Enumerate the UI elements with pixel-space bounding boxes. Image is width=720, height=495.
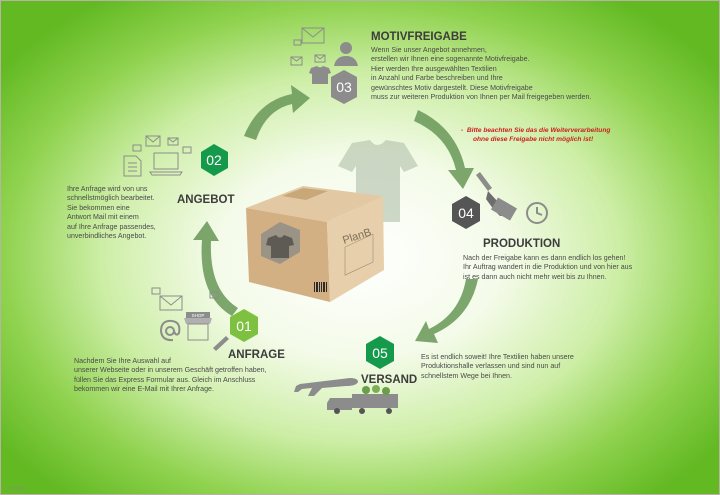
clock-icon [526, 202, 548, 224]
step-05-description: Es ist endlich soweit! Ihre Textilien ha… [421, 353, 574, 380]
laptop-icon [149, 152, 183, 176]
envelope-icon [209, 291, 219, 299]
person-icon [334, 42, 358, 66]
step-03-title: MOTIVFREIGABE [371, 31, 467, 43]
step-04-description: Nach der Freigabe kann es dann endlich l… [463, 254, 633, 281]
brush-icon [476, 172, 518, 221]
envelope-icon [151, 287, 161, 295]
step-04-title: PRODUKTION [483, 238, 561, 250]
envelope-icon [290, 56, 303, 66]
svg-text:04: 04 [458, 205, 474, 221]
hexagon-01: 01 [230, 309, 258, 342]
svg-text:SHOP: SHOP [192, 313, 205, 318]
svg-text:03: 03 [336, 79, 352, 95]
envelope-icon [314, 54, 326, 63]
hexagon-05: 05 [366, 336, 394, 369]
arrow-02-to-03 [244, 85, 310, 140]
arrow-01-to-02 [193, 221, 238, 316]
arrow-04-to-05 [415, 279, 478, 343]
at-icon [159, 319, 181, 342]
shop-icon: SHOP [184, 312, 212, 341]
envelope-icon [301, 27, 325, 44]
box-illustration [246, 186, 384, 302]
svg-text:05: 05 [372, 345, 388, 361]
document-icon [123, 155, 142, 177]
step-05-title: VERSAND [361, 374, 418, 386]
hexagon-02: 02 [201, 144, 228, 176]
hexagon-03: 03 [331, 70, 357, 104]
shirt-icon [309, 66, 331, 84]
step-02-title: ANGEBOT [177, 194, 235, 206]
note-bullet: - [461, 127, 464, 134]
envelope-icon [167, 137, 179, 146]
svg-text:02: 02 [206, 152, 222, 168]
hexagon-04: 04 [452, 196, 480, 229]
pen-icon [213, 336, 229, 351]
envelope-icon [293, 39, 302, 46]
step-01-title: ANFRAGE [228, 349, 285, 361]
envelope-icon [132, 144, 142, 152]
truck-icon [327, 385, 398, 414]
approval-note: - Bitte beachten Sie das die Weiterverar… [461, 127, 611, 143]
arrow-03-to-04 [414, 110, 474, 189]
footer-watermark: Vorlage.de [8, 485, 28, 490]
envelope-icon [182, 146, 192, 154]
envelope-icon [159, 295, 183, 311]
svg-text:01: 01 [236, 318, 252, 334]
airplane-icon [294, 378, 358, 396]
envelope-icon [145, 135, 161, 147]
step-03-description: Wenn Sie unser Angebot annehmen,erstelle… [371, 46, 592, 102]
